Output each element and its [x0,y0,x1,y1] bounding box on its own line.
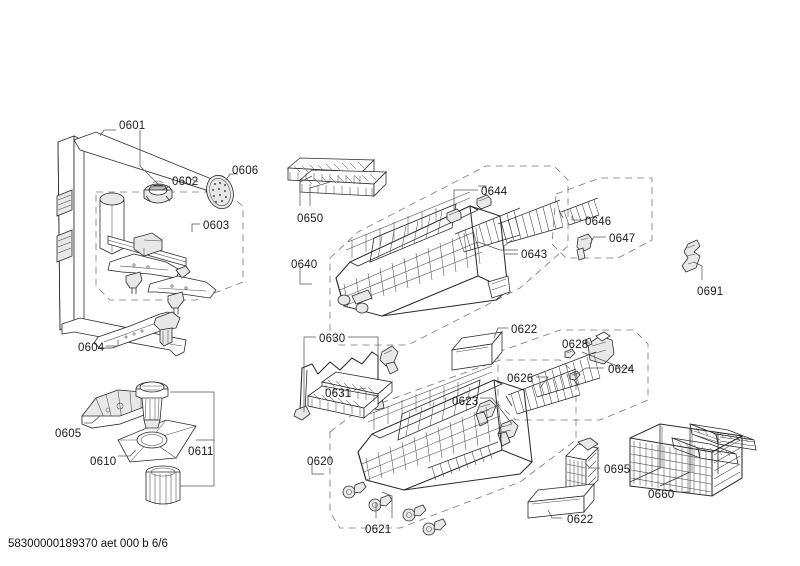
part-0603-upper-spray-arm-assembly [99,192,217,314]
callout-label-0644: 0644 [481,186,508,198]
part-0644-tine-row-clip [446,194,492,224]
assembly-boundary-0646 [551,177,653,259]
callout-label-0650: 0650 [297,213,324,225]
part-0602-pump-cover [143,180,173,204]
part-0643-fold-down-tine-row [454,199,564,253]
leader-lines [84,129,703,519]
callout-label-0621: 0621 [365,524,392,536]
callout-label-0620: 0620 [307,456,334,468]
callout-label-0601: 0601 [119,120,146,132]
callout-label-0626: 0626 [507,373,534,385]
callout-label-0630: 0630 [319,333,346,345]
part-0626-plate-rack-tines [505,351,601,415]
callout-label-0628: 0628 [562,339,589,351]
part-0695-small-parts-holder [565,437,599,493]
part-0631-small-cutlery-tray [307,371,393,419]
part-0604-lower-spray-arm [93,311,181,349]
callout-label-0611: 0611 [188,446,214,458]
callout-label-0695: 0695 [604,464,631,476]
part-0623-tine-row-bracket [475,399,519,447]
part-0622-rail-bar-lower [527,482,595,519]
callout-label-0622: 0622 [511,324,538,336]
callout-label-0610: 0610 [90,456,117,468]
part-0622-rail-bar-upper [451,330,503,371]
callout-label-0605: 0605 [55,428,82,440]
part-0606-perforated-screen-disc [206,174,234,210]
document-footer-code: 58300000189370 aet 000 b 6/6 [8,538,168,550]
callout-label-0646: 0646 [585,216,612,228]
assembly-boundary-0620 [329,359,577,529]
part-0620-lower-basket [357,365,533,491]
assembly-boundary-0640 [329,165,569,346]
part-0650-cutlery-drawer [286,157,387,197]
callout-label-0691: 0691 [697,286,724,298]
callout-label-0622-lower: 0622 [567,514,594,526]
callout-label-0647: 0647 [609,233,636,245]
callout-label-0603: 0603 [203,220,230,232]
callout-label-0631: 0631 [325,388,352,400]
callout-label-0643: 0643 [521,249,548,261]
callout-label-0640: 0640 [291,259,318,271]
part-0647-retaining-clip [576,233,593,261]
part-0660-cutlery-basket [629,423,757,497]
part-0611-micro-filter-cylinder [135,381,181,505]
part-0646-tine-row-small [558,197,600,226]
part-0621-basket-roller-wheel [342,481,447,536]
callout-label-0606: 0606 [232,165,259,177]
assembly-boundary-0626 [497,329,649,421]
part-0605-coarse-sieve [81,389,155,429]
callout-label-0602: 0602 [172,176,199,188]
part-0691-bracket-clip [681,239,701,273]
part-0640-upper-basket [335,191,511,317]
callout-label-0660: 0660 [648,489,675,501]
callout-label-0624: 0624 [608,364,635,376]
callout-label-0604: 0604 [78,342,105,354]
callout-label-0623: 0623 [452,396,479,408]
